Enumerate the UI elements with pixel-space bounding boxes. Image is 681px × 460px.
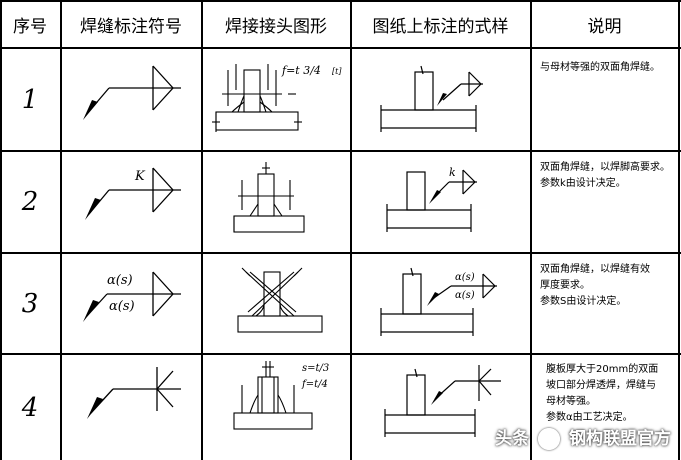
header-divider bbox=[0, 47, 681, 49]
row-4-seq: 4 bbox=[21, 392, 39, 423]
row-4-joint-figure: s=t/3 f=t/4 bbox=[233, 361, 329, 430]
row-3-seq: 3 bbox=[21, 289, 39, 319]
row-4-note: 腹板厚大于20mm的双面 坡口部分焊透焊，焊缝与 母材等强。 参数α由工艺决定。 bbox=[546, 362, 674, 426]
col-divider-3 bbox=[350, 0, 352, 460]
header-seq: 序号 bbox=[13, 16, 47, 37]
col-divider-0 bbox=[0, 0, 2, 460]
row-3-joint-figure bbox=[237, 267, 323, 333]
table-border-top bbox=[0, 0, 681, 2]
row-4-joint-label-f: f=t/4 bbox=[301, 379, 328, 390]
row-2-weld-symbol: K bbox=[85, 167, 181, 220]
row-3-symbol-label-upper: α(s) bbox=[107, 273, 133, 288]
row-3-note-line-2: 厚度要求。 bbox=[540, 280, 590, 291]
row-4-joint-label-s: s=t/3 bbox=[302, 363, 329, 374]
row-2-note: 双面角焊缝，以焊脚高要求。 参数k由设计决定。 bbox=[540, 160, 678, 192]
row-1-note-line-1: 与母材等强的双面角焊缝。 bbox=[540, 62, 660, 73]
row-4-drawing-example bbox=[384, 365, 501, 437]
row-1-seq: 1 bbox=[21, 85, 39, 115]
row-3-note-line-3: 参数S由设计决定。 bbox=[540, 296, 627, 307]
header-drawing: 图纸上标注的式样 bbox=[372, 16, 509, 37]
row-4-note-line-4: 参数α由工艺决定。 bbox=[546, 412, 633, 423]
row-1-weld-symbol bbox=[83, 65, 181, 120]
watermark: 头条 钢构联盟官方 bbox=[495, 424, 671, 450]
row-1-joint-label-f: f=t 3/4 bbox=[281, 64, 321, 77]
col-divider-5 bbox=[678, 0, 680, 460]
row-3-weld-symbol: α(s) α(s) bbox=[83, 271, 181, 322]
header-note: 说明 bbox=[587, 16, 622, 37]
row-1-note: 与母材等强的双面角焊缝。 bbox=[540, 60, 678, 76]
row-2-symbol-label-k: K bbox=[134, 169, 146, 184]
col-divider-4 bbox=[530, 0, 532, 460]
col-divider-1 bbox=[60, 0, 62, 460]
row-3-drawing-label-lower: α(s) bbox=[455, 290, 475, 301]
watermark-logo-icon bbox=[538, 428, 561, 450]
watermark-name: 钢构联盟官方 bbox=[569, 429, 671, 449]
watermark-prefix: 头条 bbox=[495, 429, 530, 449]
row-1-drawing-example bbox=[380, 65, 483, 132]
row-4-weld-symbol bbox=[87, 367, 181, 419]
row-divider-3 bbox=[0, 353, 681, 355]
row-divider-2 bbox=[0, 252, 681, 254]
col-divider-2 bbox=[201, 0, 203, 460]
row-3-note-line-1: 双面角焊缝，以焊缝有效 bbox=[540, 264, 650, 275]
row-3-drawing-example: α(s) α(s) bbox=[380, 267, 497, 336]
row-1-joint-label-t: [t] bbox=[332, 67, 342, 76]
row-2-drawing-label-k: k bbox=[449, 166, 456, 179]
row-2-note-line-2: 参数k由设计决定。 bbox=[540, 178, 626, 189]
row-2-drawing-example: k bbox=[386, 166, 477, 232]
row-4-note-line-2: 坡口部分焊透焊，焊缝与 bbox=[546, 380, 656, 391]
row-2-note-line-1: 双面角焊缝，以焊脚高要求。 bbox=[540, 162, 670, 173]
row-4-note-line-3: 母材等强。 bbox=[546, 396, 596, 407]
row-2-seq: 2 bbox=[21, 187, 39, 217]
row-3-symbol-label-lower: α(s) bbox=[109, 299, 135, 314]
row-3-drawing-label-upper: α(s) bbox=[455, 272, 475, 283]
header-symbol: 焊缝标注符号 bbox=[80, 16, 182, 37]
header-joint: 焊接接头图形 bbox=[225, 16, 327, 37]
row-2-joint-figure bbox=[233, 162, 305, 233]
row-1-joint-figure: f=t 3/4 [t] bbox=[212, 64, 342, 132]
row-divider-1 bbox=[0, 150, 681, 152]
row-3-note: 双面角焊缝，以焊缝有效 厚度要求。 参数S由设计决定。 bbox=[540, 262, 678, 310]
row-4-note-line-1: 腹板厚大于20mm的双面 bbox=[546, 364, 659, 375]
